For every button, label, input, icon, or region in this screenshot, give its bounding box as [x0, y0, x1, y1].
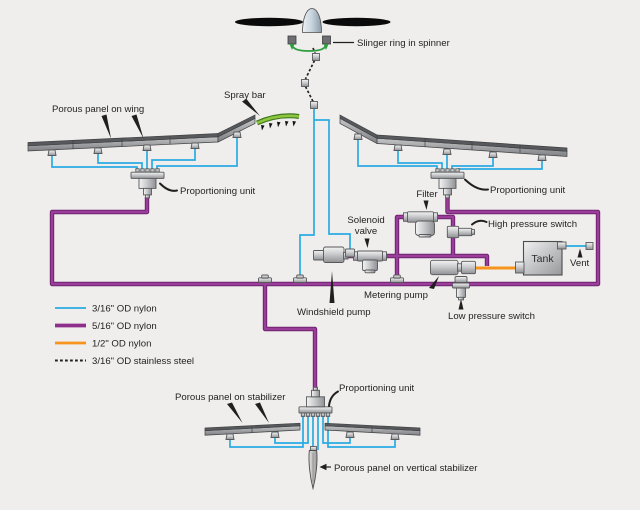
porous-panel-wing-label: Porous panel on wing: [52, 104, 144, 115]
line-fitting: [312, 53, 320, 61]
solenoid-valve-label-line1: Solenoid: [347, 215, 384, 226]
slinger-ring: [287, 35, 331, 52]
solenoid-valve-label-line2: valve: [355, 226, 377, 237]
metering-pump-label: Metering pump: [364, 290, 428, 301]
solenoid-valve-component: [353, 250, 387, 274]
propeller: [235, 8, 391, 33]
windshield-pump-component: [313, 246, 355, 263]
slinger-ring-label: Slinger ring in spinner: [357, 38, 451, 49]
spinner: [302, 8, 322, 33]
windshield-pump-label: Windshield pump: [297, 307, 371, 318]
legend-item-5-16-nylon: 5/16" OD nylon: [92, 321, 157, 332]
legend-item-3-16-nylon: 3/16" OD nylon: [92, 304, 157, 315]
low-pressure-switch-component: [452, 276, 470, 301]
tank-label: Tank: [531, 253, 554, 265]
porous-panel-right-wing: [339, 114, 568, 161]
legend-item-1-2-nylon: 1/2" OD nylon: [92, 339, 151, 350]
legend-item-stainless: 3/16" OD stainless steel: [92, 356, 194, 367]
proportioning-unit-right-label: Proportioning unit: [490, 185, 566, 196]
spray-bar: [255, 113, 300, 131]
porous-panel-vertical-stabilizer: [308, 446, 318, 491]
proportioning-unit-left-label: Proportioning unit: [180, 186, 256, 197]
filter-label: Filter: [416, 189, 438, 200]
legend: 3/16" OD nylon 5/16" OD nylon 1/2" OD ny…: [55, 304, 194, 367]
porous-panel-stabilizer-right: [324, 422, 421, 440]
high-pressure-switch-label: High pressure switch: [488, 219, 577, 230]
vent-label: Vent: [570, 258, 590, 269]
metering-pump-component: [430, 259, 476, 276]
propeller-blade-right: [322, 17, 391, 27]
porous-panel-stabilizer-label: Porous panel on stabilizer: [175, 392, 286, 403]
porous-panel-vertical-stabilizer-label: Porous panel on vertical stabilizer: [334, 463, 478, 474]
propeller-blade-left: [235, 17, 303, 27]
line-fitting: [310, 101, 318, 109]
tank-component: Tank: [515, 240, 594, 276]
porous-panel-stabilizer-left: [204, 422, 301, 440]
proportioning-unit-stabilizer-label: Proportioning unit: [339, 383, 415, 394]
vent-end-fitting: [585, 242, 594, 250]
low-pressure-switch-label: Low pressure switch: [448, 311, 535, 322]
porous-panel-left-wing: [27, 114, 256, 156]
blue-nylon-tubing: [51, 108, 587, 450]
high-pressure-switch-component: [446, 225, 475, 239]
filter-component: [403, 211, 438, 238]
spray-bar-label: Spray bar: [224, 90, 266, 101]
line-fitting: [301, 79, 309, 87]
label-pointers: [101, 41, 583, 471]
stainless-steel-line: [301, 47, 320, 109]
